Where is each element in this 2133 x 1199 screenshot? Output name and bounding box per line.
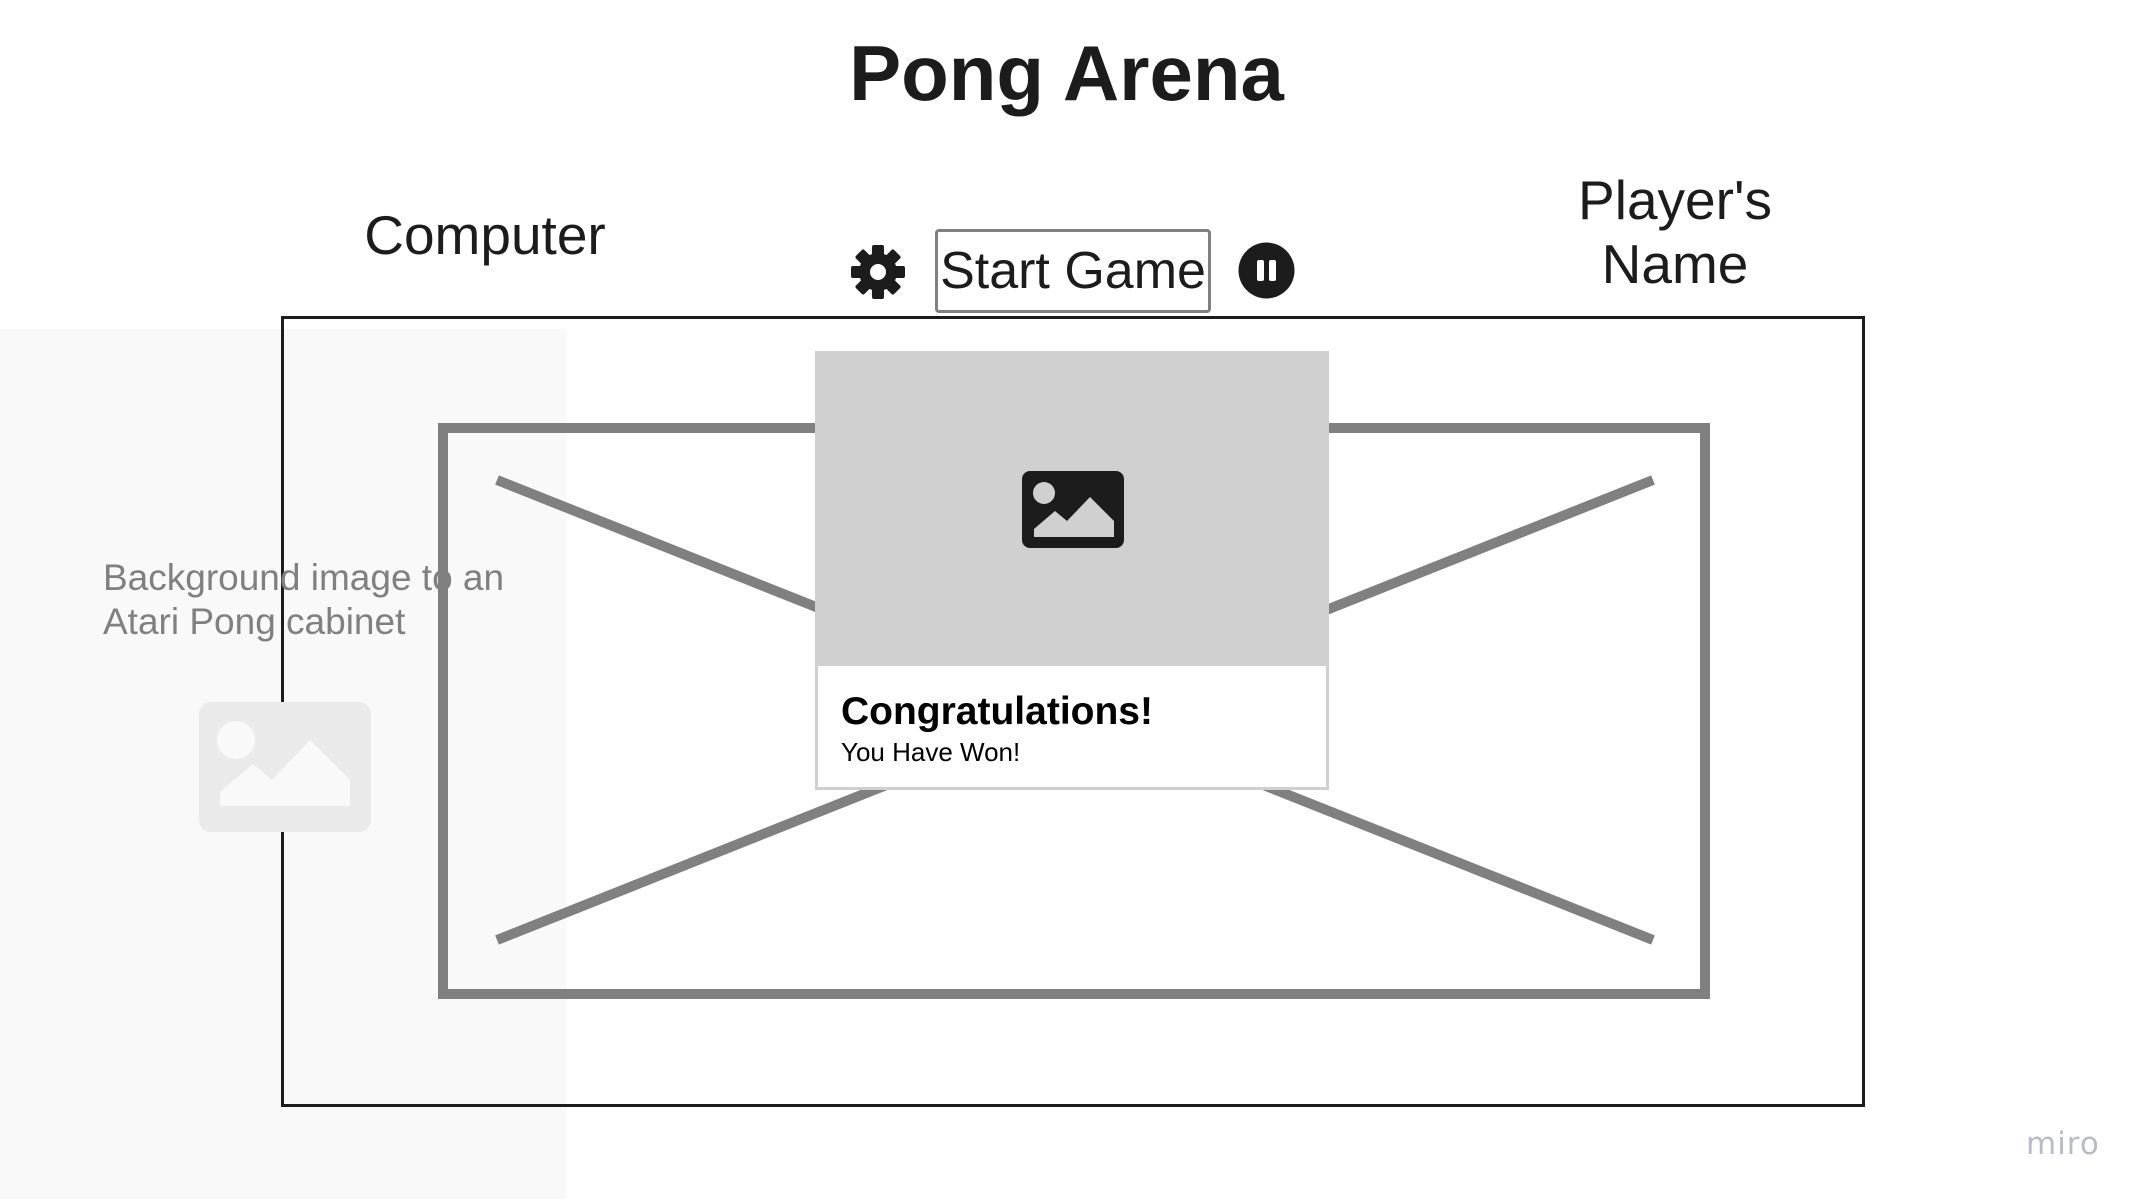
pause-button[interactable] [1238,242,1295,299]
miro-logo: miro [2026,1126,2100,1162]
image-placeholder-icon [199,702,371,832]
pause-icon [1238,242,1295,299]
win-card-title: Congratulations! [841,690,1153,733]
start-game-button[interactable]: Start Game [935,229,1211,313]
background-note-text: Background image to an Atari Pong cabine… [103,557,505,642]
image-icon [1022,471,1124,548]
win-card-image [818,354,1326,666]
gear-icon [851,245,905,299]
page-title: Pong Arena [849,29,1284,117]
player-name-label: Player's Name [1578,169,1772,295]
computer-label: Computer [364,204,606,266]
win-card: Congratulations! You Have Won! [815,351,1329,790]
settings-button[interactable] [851,245,905,299]
win-card-subtitle: You Have Won! [841,737,1021,767]
